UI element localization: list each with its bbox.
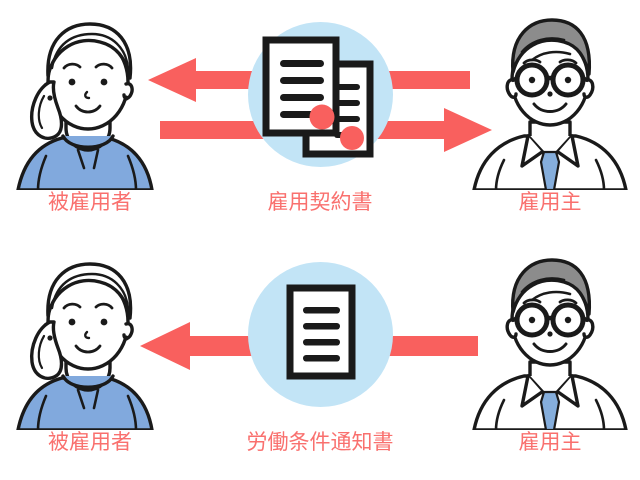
figure-woman-employee-bottom — [0, 250, 180, 430]
label-employer-bottom: 雇用主 — [518, 430, 582, 454]
seal-stamp-front — [309, 104, 335, 130]
label-employer-top: 雇用主 — [518, 190, 582, 214]
single-document-icon — [242, 256, 399, 413]
necktie — [539, 150, 561, 190]
figure-woman-employee-top — [0, 10, 180, 190]
label-employee-bottom: 被雇用者 — [48, 430, 132, 454]
center-icon-employment-contract — [248, 22, 393, 167]
two-documents-with-seals-icon — [242, 16, 399, 173]
working-conditions-notice-row: 被雇用者 労働条件通知書 雇用主 — [0, 240, 640, 480]
eyeglasses — [511, 302, 589, 338]
figure-man-employer-bottom — [460, 250, 640, 430]
necktie — [539, 390, 561, 430]
label-employee-top: 被雇用者 — [48, 190, 132, 214]
document-front — [262, 36, 340, 137]
hair — [511, 258, 592, 316]
label-employment-contract: 雇用契約書 — [267, 190, 373, 214]
seal-stamp-back — [340, 126, 364, 150]
figure-man-employer-top — [460, 10, 640, 190]
employment-contract-row: 被雇用者 雇用契約書 雇用主 — [0, 10, 640, 214]
document-single — [286, 284, 356, 380]
center-icon-working-conditions-notice — [248, 262, 393, 407]
hair — [511, 18, 592, 76]
label-working-conditions-notice: 労働条件通知書 — [246, 430, 394, 454]
